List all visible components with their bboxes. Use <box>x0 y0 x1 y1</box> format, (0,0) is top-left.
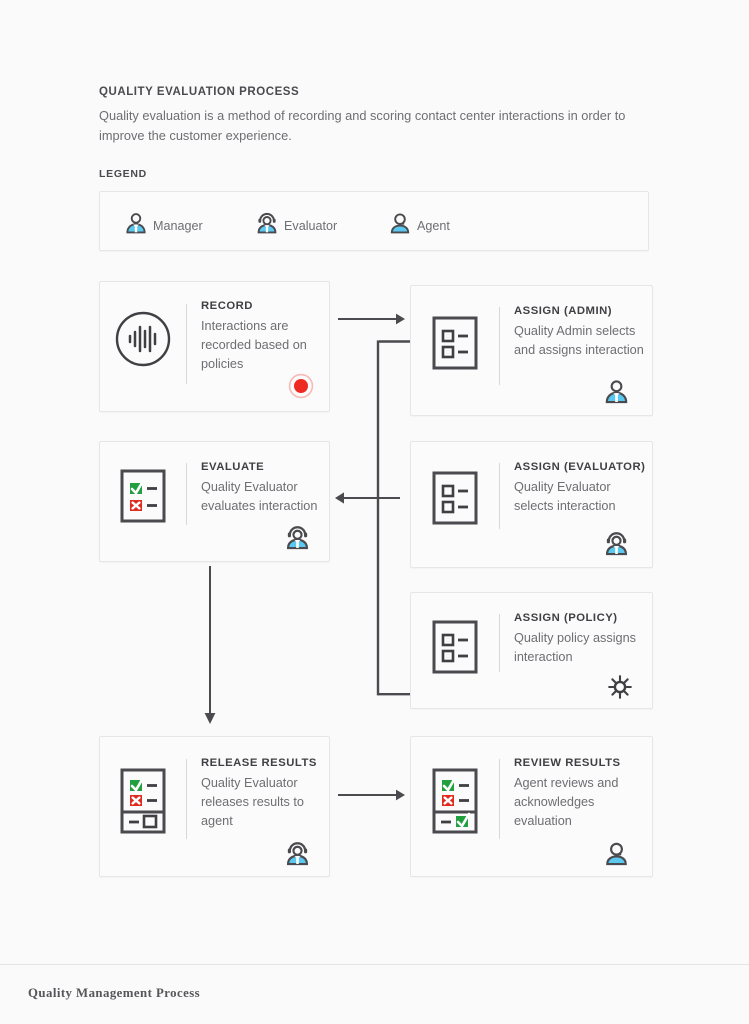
connector-assign-trunk <box>330 334 416 707</box>
card-description: Interactions are recorded based on polic… <box>201 319 307 371</box>
legend-item-label: Agent <box>417 218 450 233</box>
checklist-icon <box>411 461 499 535</box>
checklist-acknowledged-icon <box>411 757 499 845</box>
card-description: Agent reviews and acknowledges evaluatio… <box>514 776 619 828</box>
card-description: Quality Evaluator evaluates interaction <box>201 480 318 513</box>
card-assign-policy[interactable]: ASSIGN (POLICY) Quality policy assigns i… <box>410 592 653 709</box>
card-title: RELEASE RESULTS <box>201 757 317 769</box>
card-assign-evaluator[interactable]: ASSIGN (EVALUATOR) Quality Evaluator sel… <box>410 441 653 568</box>
person-manager-icon <box>603 378 630 405</box>
card-description: Quality Evaluator selects interaction <box>514 480 616 513</box>
legend-item-label: Manager <box>153 218 203 233</box>
checklist-release-icon <box>100 757 186 845</box>
person-evaluator-headset-icon <box>284 524 311 551</box>
card-divider <box>499 759 500 839</box>
card-description: Quality Admin selects and assigns intera… <box>514 324 644 357</box>
legend-item-label: Evaluator <box>284 218 338 233</box>
person-evaluator-headset-icon <box>255 211 279 240</box>
page-description: Quality evaluation is a method of record… <box>99 108 626 143</box>
card-title: RECORD <box>201 300 253 312</box>
footer-divider <box>0 964 749 965</box>
card-title: ASSIGN (ADMIN) <box>514 305 612 317</box>
card-evaluate[interactable]: EVALUATE Quality Evaluator evaluates int… <box>99 441 330 562</box>
card-divider <box>499 463 500 529</box>
header: QUALITY EVALUATION PROCESS Quality evalu… <box>99 86 644 145</box>
card-review-results[interactable]: REVIEW RESULTS Agent reviews and acknowl… <box>410 736 653 877</box>
card-divider <box>186 463 187 525</box>
person-manager-icon <box>124 211 148 240</box>
legend-item-evaluator: Evaluator <box>255 211 337 240</box>
card-divider <box>186 304 187 384</box>
card-divider <box>499 614 500 672</box>
card-divider <box>499 307 500 385</box>
person-agent-icon <box>388 211 412 240</box>
card-title: ASSIGN (POLICY) <box>514 612 618 624</box>
gear-icon <box>607 674 633 700</box>
legend-label: LEGEND <box>99 168 147 180</box>
connector-record-to-assign-admin <box>336 308 408 335</box>
card-assign-admin[interactable]: ASSIGN (ADMIN) Quality Admin selects and… <box>410 285 653 416</box>
page-title: QUALITY EVALUATION PROCESS <box>99 86 300 98</box>
record-dot-icon <box>288 373 314 399</box>
waveform-circle-icon <box>100 300 186 378</box>
card-divider <box>186 759 187 839</box>
person-evaluator-headset-icon <box>284 840 311 867</box>
legend-panel: Manager Evaluator <box>99 191 649 251</box>
connector-release-to-review-results <box>336 784 408 811</box>
card-release-results[interactable]: RELEASE RESULTS Quality Evaluator releas… <box>99 736 330 877</box>
card-title: EVALUATE <box>201 461 265 473</box>
card-title: REVIEW RESULTS <box>514 757 621 769</box>
legend-item-agent: Agent <box>388 211 450 240</box>
connector-evaluate-to-release-results <box>199 563 221 734</box>
checklist-icon <box>411 612 499 682</box>
person-evaluator-headset-icon <box>603 530 630 557</box>
checklist-icon <box>411 305 499 381</box>
checklist-scored-icon <box>100 461 186 531</box>
footer-label: Quality Management Process <box>28 986 201 1000</box>
card-record[interactable]: RECORD Interactions are recorded based o… <box>99 281 330 412</box>
legend-item-manager: Manager <box>124 211 203 240</box>
card-description: Quality policy assigns interaction <box>514 631 636 664</box>
card-description: Quality Evaluator releases results to ag… <box>201 776 304 828</box>
person-agent-icon <box>603 840 630 867</box>
card-title: ASSIGN (EVALUATOR) <box>514 461 646 473</box>
